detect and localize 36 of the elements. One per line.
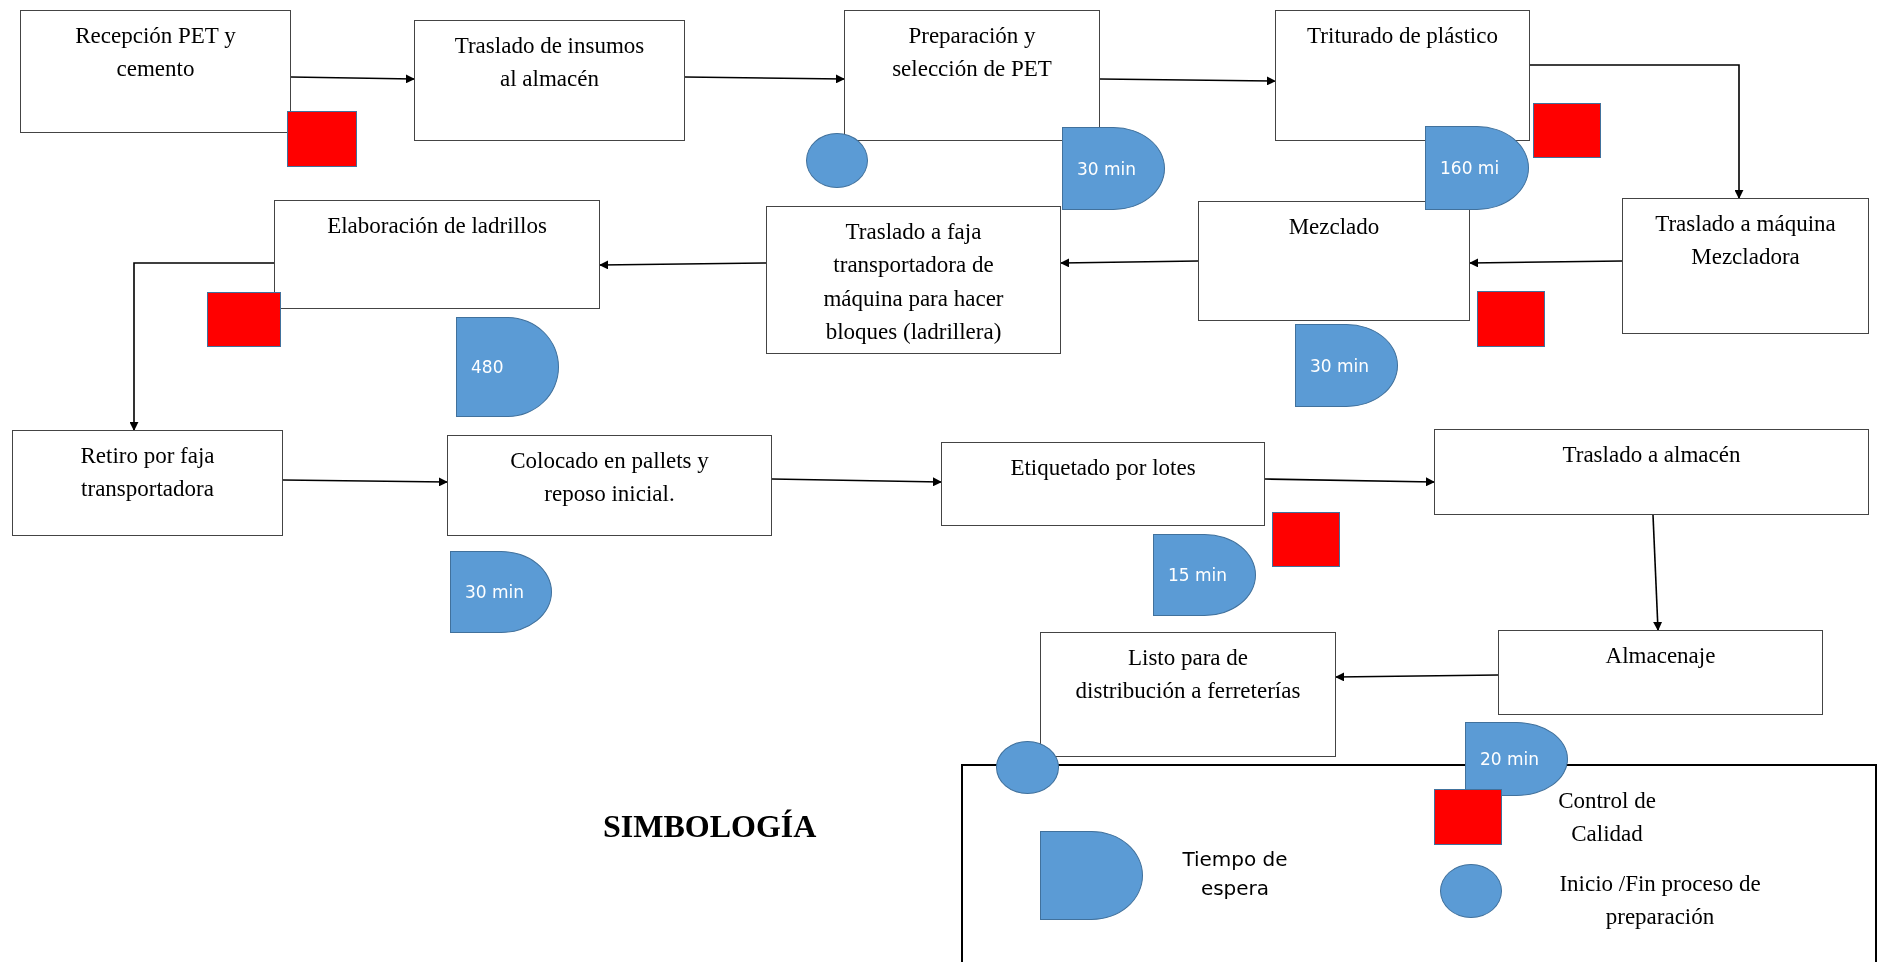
process-box: Preparación y selección de PET — [844, 10, 1100, 141]
arrow — [1652, 514, 1663, 631]
process-box: Traslado a almacén — [1434, 429, 1869, 515]
arrow — [1529, 64, 1744, 199]
waiting-time-shape: 30 min — [450, 551, 552, 633]
waiting-time-shape: 30 min — [1062, 127, 1165, 210]
waiting-time-shape: 160 mi — [1425, 126, 1529, 210]
legend-text: Inicio /Fin proceso de preparación — [1558, 870, 1762, 932]
process-box: Etiquetado por lotes — [941, 442, 1265, 526]
process-box: Traslado de insumos al almacén — [414, 20, 685, 141]
process-box: Traslado a faja transportadora de máquina para hacer bloques (ladrillera) — [766, 206, 1061, 354]
arrow — [1335, 672, 1499, 682]
process-box: Triturado de plástico — [1275, 10, 1530, 141]
waiting-time-shape: 480 — [456, 317, 559, 417]
arrow — [1060, 258, 1199, 268]
waiting-time-shape: 30 min — [1295, 324, 1398, 407]
arrow — [290, 74, 415, 84]
arrow — [771, 477, 942, 487]
arrow — [1264, 477, 1435, 487]
process-box: Elaboración de ladrillos — [274, 200, 600, 309]
process-box: Colocado en pallets y reposo inicial. — [447, 435, 772, 536]
arrow — [599, 260, 767, 270]
arrow — [129, 262, 275, 431]
process-box: Retiro por faja transportadora — [12, 430, 283, 536]
arrow — [282, 477, 448, 487]
legend-heading: SIMBOLOGÍA — [603, 808, 817, 845]
process-box: Listo para de distribución a ferreterías — [1040, 632, 1336, 757]
process-box: Almacenaje — [1498, 630, 1823, 715]
process-box: Recepción PET y cemento — [20, 10, 291, 133]
arrow — [1469, 258, 1623, 268]
legend-text: Tiempo de espera — [1181, 846, 1289, 902]
process-box: Mezclado — [1198, 201, 1470, 321]
waiting-time-shape: 15 min — [1153, 534, 1256, 616]
arrow — [684, 74, 845, 84]
process-box: Traslado a máquina Mezcladora — [1622, 198, 1869, 334]
arrow — [1099, 76, 1276, 86]
